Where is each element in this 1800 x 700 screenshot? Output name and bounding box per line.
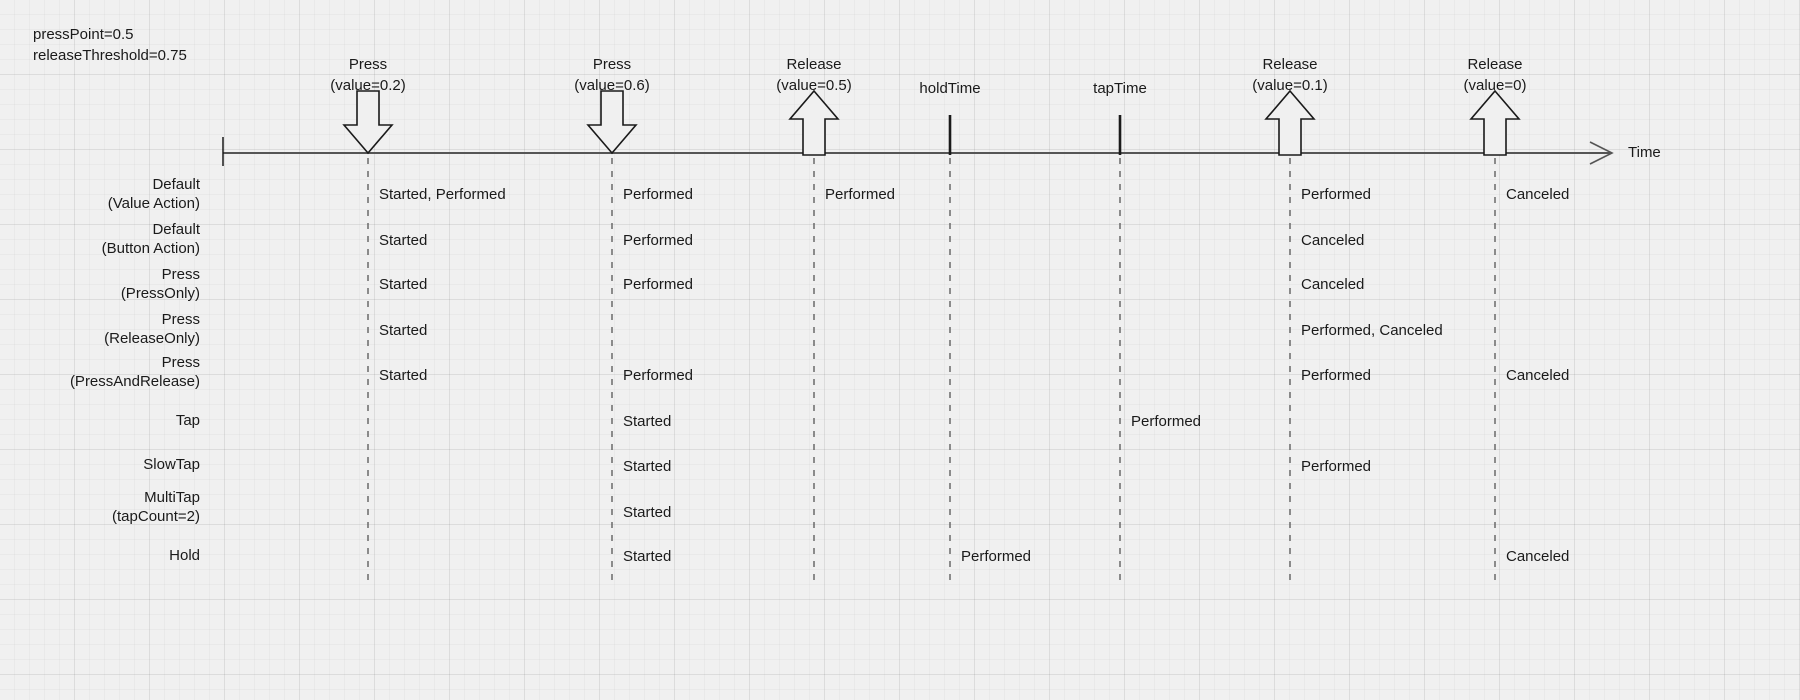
cell-press-release-only: Started <box>379 322 428 339</box>
row-label-press-release-only: Press (ReleaseOnly) <box>0 310 200 348</box>
event-label-line2: (value=0.6) <box>574 77 650 94</box>
cell-default-value-action: Started, Performed <box>379 186 506 203</box>
row-label-line1: SlowTap <box>143 456 200 473</box>
row-label-multi-tap: MultiTap (tapCount=2) <box>0 488 200 526</box>
row-label-press-press-only: Press (PressOnly) <box>0 265 200 303</box>
cell-default-value-action: Canceled <box>1506 186 1570 203</box>
cell-press-press-and-release: Performed <box>1301 367 1372 384</box>
event-label-line2: (value=0.2) <box>330 77 406 94</box>
row-label-line1: Hold <box>169 547 200 564</box>
cell-tap: Performed <box>1131 413 1202 430</box>
event-label-tap-time: tapTime <box>1000 78 1240 99</box>
event-label-release-1: Release (value=0.5) <box>694 54 934 96</box>
event-label-line1: Release <box>1467 56 1523 73</box>
cell-hold: Started <box>623 548 672 565</box>
event-label-release-3: Release (value=0) <box>1375 54 1615 96</box>
row-label-line2: (tapCount=2) <box>112 508 200 525</box>
event-dashed-lines <box>367 158 1496 586</box>
cell-press-press-only: Started <box>379 276 428 293</box>
event-label-line1: Release <box>786 56 842 73</box>
row-label-line1: Default <box>152 176 200 193</box>
row-label-tap: Tap <box>0 411 200 430</box>
cell-multi-tap: Started <box>623 504 672 521</box>
cell-press-press-and-release: Started <box>379 367 428 384</box>
row-label-line1: Tap <box>175 412 200 429</box>
cell-slow-tap: Started <box>623 458 672 475</box>
row-label-hold: Hold <box>0 546 200 565</box>
cell-default-button-action: Performed <box>623 232 694 249</box>
cell-default-value-action: Performed <box>825 186 896 203</box>
event-markers <box>342 89 1521 156</box>
marker-press-1 <box>342 90 394 155</box>
cell-hold: Canceled <box>1506 548 1570 565</box>
row-label-line1: Press <box>161 354 200 371</box>
cell-press-press-only: Performed <box>623 276 694 293</box>
marker-release-2 <box>1264 89 1316 156</box>
cell-hold: Performed <box>961 548 1032 565</box>
marker-press-2 <box>586 90 638 155</box>
event-label-line1: tapTime <box>1093 80 1147 97</box>
event-label-line1: holdTime <box>919 80 981 97</box>
cell-press-release-only: Performed, Canceled <box>1301 322 1443 339</box>
axis-arrowhead <box>1589 141 1614 165</box>
time-axis <box>222 137 1614 166</box>
row-label-line2: (Button Action) <box>101 240 200 257</box>
event-label-line2: (value=0) <box>1463 77 1527 94</box>
event-label-line2: (value=0.1) <box>1252 77 1328 94</box>
cell-press-press-and-release: Canceled <box>1506 367 1570 384</box>
cell-press-press-and-release: Performed <box>623 367 694 384</box>
row-label-press-press-and-release: Press (PressAndRelease) <box>0 353 200 391</box>
cell-default-value-action: Performed <box>1301 186 1372 203</box>
row-label-default-button-action: Default (Button Action) <box>0 220 200 258</box>
event-label-hold-time: holdTime <box>830 78 1070 99</box>
row-label-line1: MultiTap <box>144 489 200 506</box>
cell-default-button-action: Canceled <box>1301 232 1365 249</box>
cell-slow-tap: Performed <box>1301 458 1372 475</box>
cell-tap: Started <box>623 413 672 430</box>
event-label-line1: Press <box>348 56 388 73</box>
event-label-press-2: Press (value=0.6) <box>492 54 732 96</box>
axis-label-time: Time <box>1628 144 1661 161</box>
row-label-slow-tap: SlowTap <box>0 455 200 474</box>
row-label-line2: (ReleaseOnly) <box>104 330 200 347</box>
row-label-line1: Press <box>161 266 200 283</box>
row-label-line1: Default <box>152 221 200 238</box>
row-label-default-value-action: Default (Value Action) <box>0 175 200 213</box>
event-label-line1: Press <box>592 56 632 73</box>
event-label-press-1: Press (value=0.2) <box>248 54 488 96</box>
cell-default-button-action: Started <box>379 232 428 249</box>
parameters-annotation: pressPoint=0.5 releaseThreshold=0.75 <box>33 26 187 64</box>
cell-default-value-action: Performed <box>623 186 694 203</box>
marker-release-1 <box>788 89 840 156</box>
row-label-line2: (Value Action) <box>107 195 200 212</box>
cell-press-press-only: Canceled <box>1301 276 1365 293</box>
row-label-line2: (PressAndRelease) <box>69 373 200 390</box>
marker-release-3 <box>1469 89 1521 156</box>
event-label-line2: (value=0.5) <box>776 77 852 94</box>
row-label-line2: (PressOnly) <box>120 285 200 302</box>
event-label-line1: Release <box>1262 56 1318 73</box>
event-label-release-2: Release (value=0.1) <box>1170 54 1410 96</box>
row-label-line1: Press <box>161 311 200 328</box>
